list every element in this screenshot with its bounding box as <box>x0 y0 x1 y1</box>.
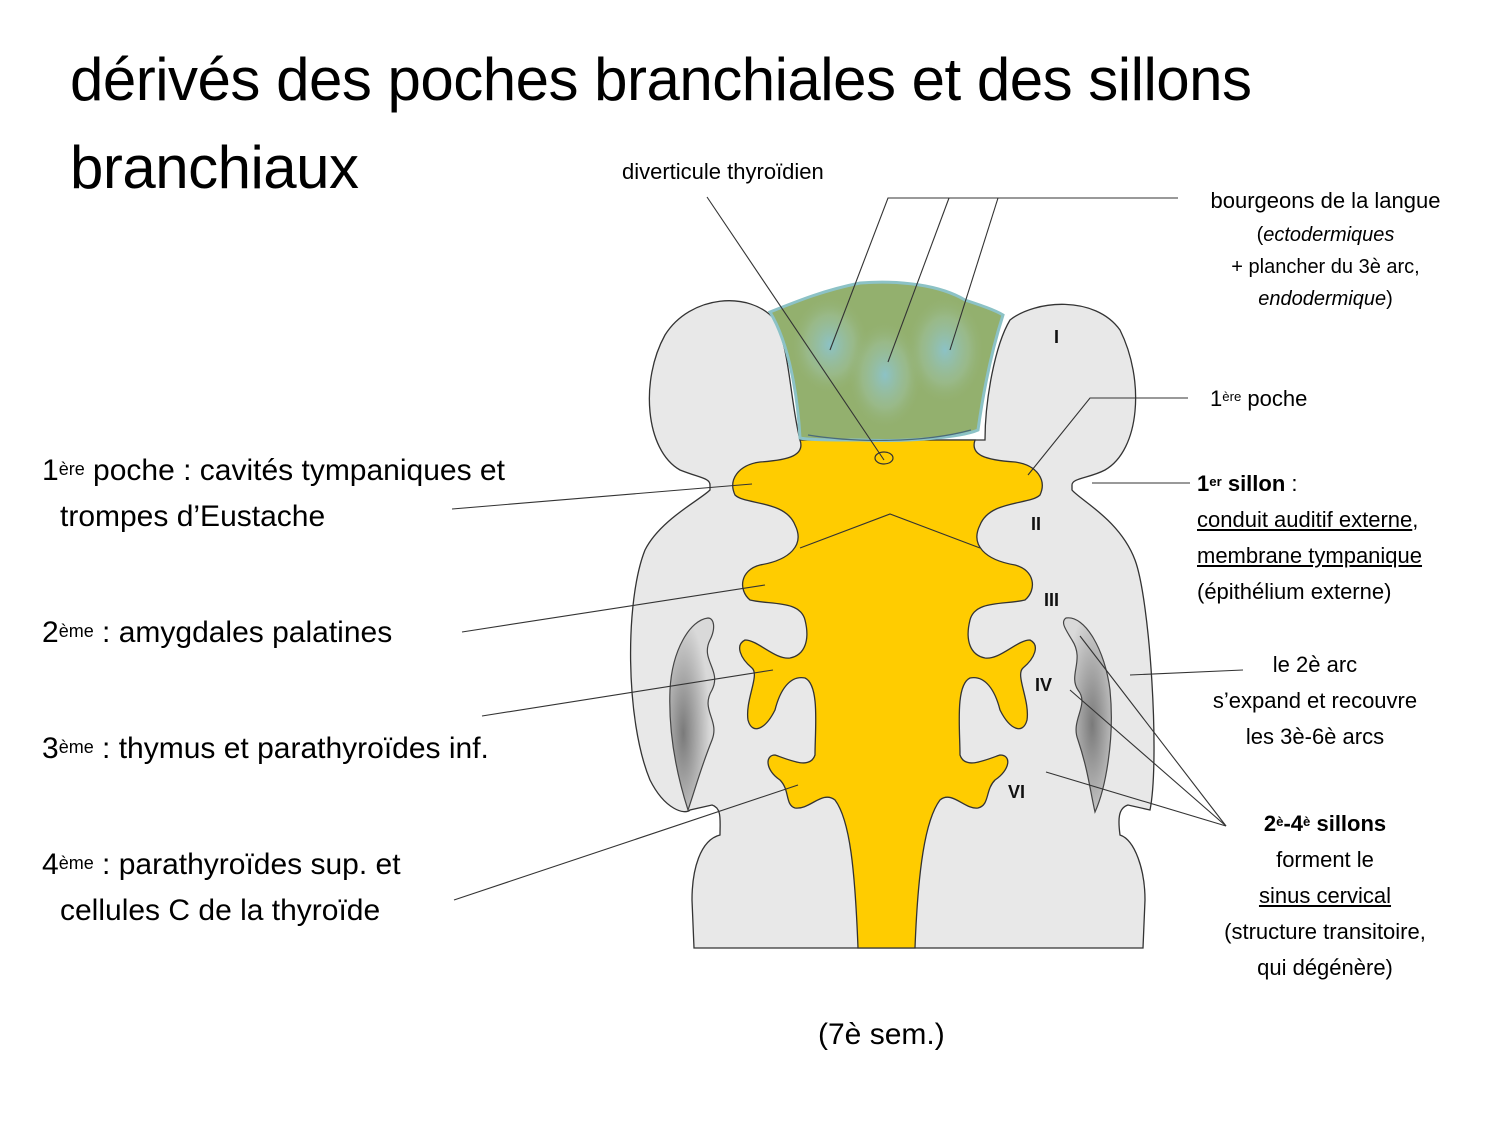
label-pouch-3: 3ème : thymus et parathyroïdes inf. <box>42 732 489 765</box>
sinus-cervical-left <box>669 617 716 812</box>
label-pouch-4: 4ème : parathyroïdes sup. et cellules C … <box>42 848 401 927</box>
label-first-pouch: 1ère poche <box>1210 386 1308 411</box>
label-thyroid-diverticulum: diverticule thyroïdien <box>622 159 824 184</box>
label-pouch-2: 2ème : amygdales palatines <box>42 616 393 649</box>
pharynx-endoderm <box>732 439 1043 949</box>
arch-numeral-6: VI <box>1008 782 1025 802</box>
label-tongue-buds: bourgeons de la langue (ectodermiques + … <box>1210 188 1441 310</box>
sinus-cervical-right <box>1062 617 1112 814</box>
label-pouch-1: 1ère poche : cavités tympaniques et trom… <box>42 454 505 533</box>
arch-numeral-2: II <box>1031 514 1041 534</box>
tongue-bud-right <box>905 295 985 405</box>
label-second-arch: le 2è arc s’expand et recouvre les 3è-6è… <box>1212 652 1418 749</box>
arch-numeral-1: I <box>1054 327 1059 347</box>
arch-numeral-3: III <box>1044 590 1059 610</box>
label-grooves-2-4: 2è-4è sillons forment le sinus cervical … <box>1224 811 1426 980</box>
leader-lines <box>451 196 1244 901</box>
arch-numeral-4: IV <box>1035 675 1052 695</box>
caption-week: (7è sem.) <box>818 1018 945 1051</box>
label-first-groove: 1er sillon : conduit auditif externe, me… <box>1197 471 1423 604</box>
tongue-bud-center <box>847 320 923 430</box>
page-title: dérivés des poches branchiales et des si… <box>70 46 1252 201</box>
thyroid-diverticulum-opening <box>874 451 894 465</box>
